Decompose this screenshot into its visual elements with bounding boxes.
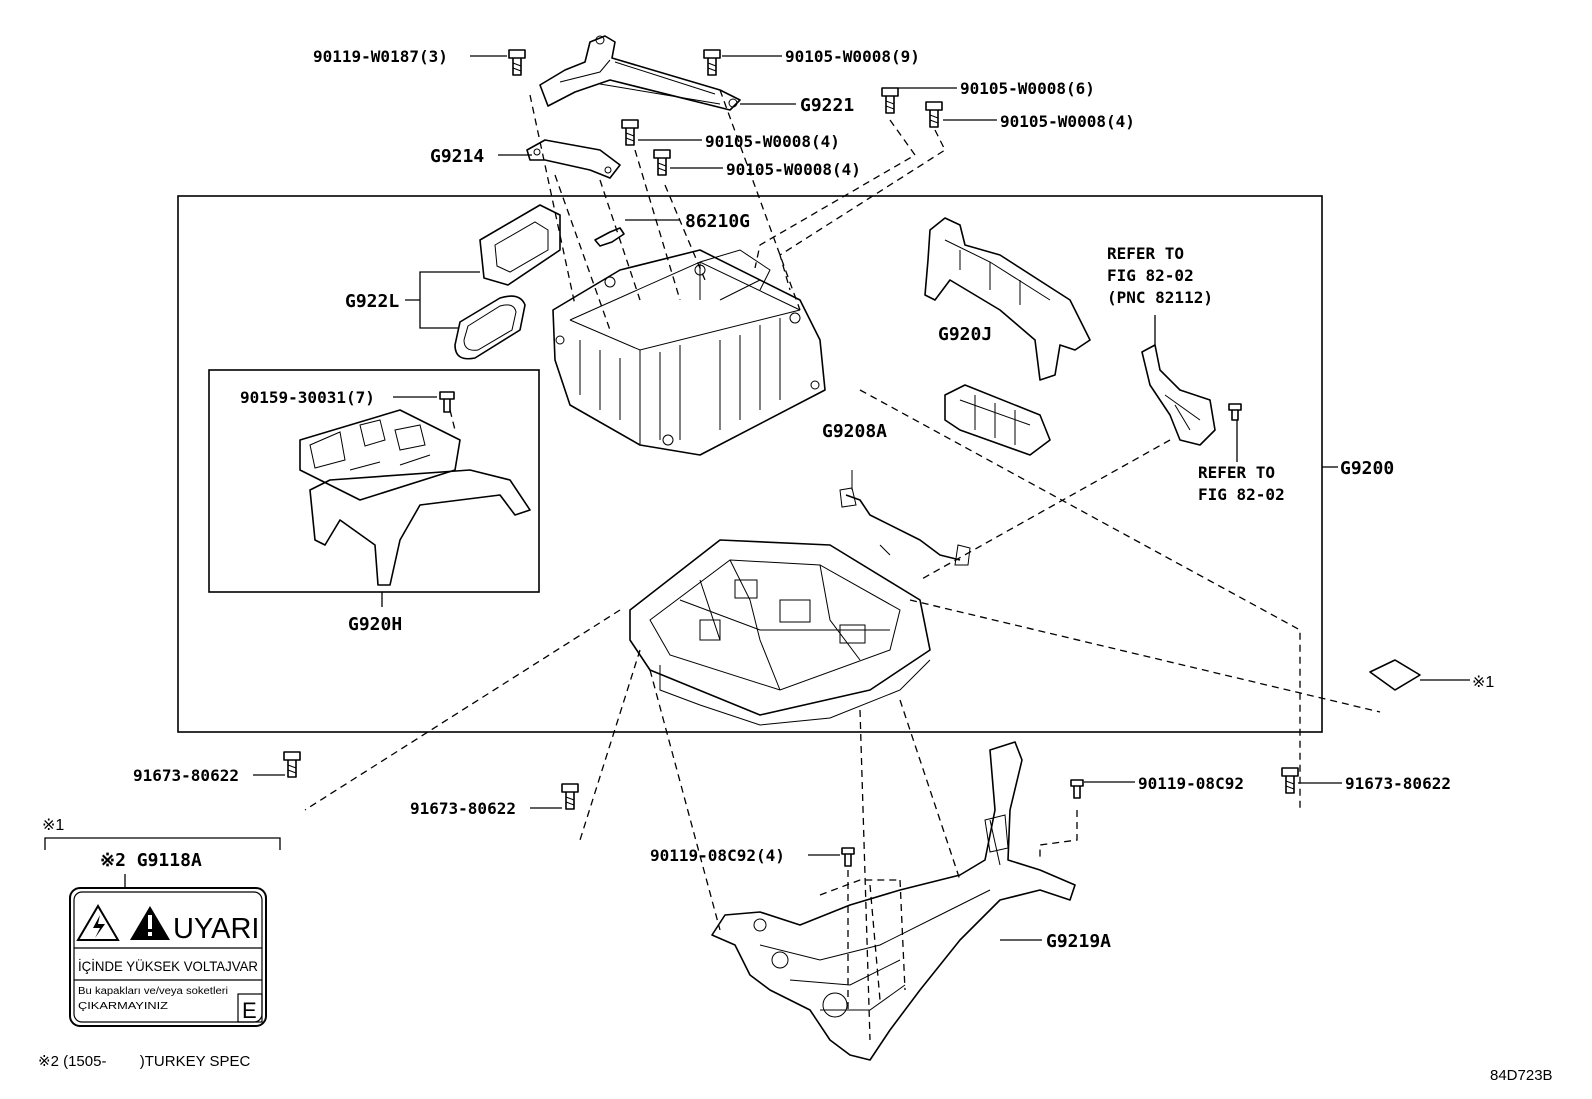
ref-82112-part-drawing <box>1141 344 1242 446</box>
label-90119-08c92-4: 90119-08C92(4) <box>650 846 785 865</box>
upper-bracket-drawing <box>924 217 1091 381</box>
warning-line3: ÇIKARMAYINIZ <box>78 1001 168 1012</box>
note1-bracket <box>44 837 281 850</box>
label-refer-1-line2: FIG 82-02 <box>1107 266 1194 285</box>
inverter-housing-drawing <box>552 249 826 456</box>
high-voltage-icon <box>76 904 120 941</box>
lower-circuit-assembly-drawing <box>629 539 931 726</box>
label-refer-2-line2: FIG 82-02 <box>1198 485 1285 504</box>
label-90119-w0187: 90119-W0187(3) <box>313 47 448 66</box>
g9219a-bracket-drawing <box>711 741 1076 1061</box>
label-90105-w0008-4-lower: 90105-W0008(4) <box>726 160 861 179</box>
warning-line2: Bu kapakları ve/veya soketleri <box>78 986 228 997</box>
label-g9208a: G9208A <box>822 421 887 442</box>
bolts-top <box>508 49 943 176</box>
label-90105-w0008-4-mid: 90105-W0008(4) <box>705 132 840 151</box>
warning-code: E <box>242 998 257 1023</box>
g920h-board-drawing <box>299 391 531 586</box>
label-g9200: G9200 <box>1340 458 1394 479</box>
label-86210g: 86210G <box>685 211 750 232</box>
label-90105-w0008-4-right: 90105-W0008(4) <box>1000 112 1135 131</box>
label-90105-w0008-6: 90105-W0008(6) <box>960 79 1095 98</box>
label-refer-1-line1: REFER TO <box>1107 244 1184 263</box>
label-g9221: G9221 <box>800 95 854 116</box>
g920h-sub-frame <box>208 369 540 593</box>
note2-title: ※2 G9118A <box>100 850 202 871</box>
g9214-bracket-drawing <box>526 139 621 179</box>
label-refer-1-line3: (PNC 82112) <box>1107 288 1213 307</box>
g922l-gasket-drawing <box>454 204 561 360</box>
86210g-sensor-drawing <box>594 227 625 247</box>
warning-label: UYARI İÇİNDE YÜKSEK VOLTAJVAR Bu kapakla… <box>69 887 267 1027</box>
g9208a-harness-drawing <box>839 470 971 566</box>
label-g9214: G9214 <box>430 146 484 167</box>
label-g922l: G922L <box>345 291 399 312</box>
warning-title: UYARI <box>173 913 259 945</box>
label-91673-80622-right: 91673-80622 <box>1345 774 1451 793</box>
label-sticker-ref: ※1 <box>1472 674 1494 691</box>
label-91673-80622-mid: 91673-80622 <box>410 799 516 818</box>
warning-line1: İÇİNDE YÜKSEK VOLTAJVAR <box>78 957 258 974</box>
label-g9219a: G9219A <box>1046 931 1111 952</box>
label-g920j: G920J <box>938 324 992 345</box>
note1-mark: ※1 <box>42 817 64 834</box>
figure-code: 84D723B <box>1490 1067 1553 1084</box>
label-90105-w0008-9: 90105-W0008(9) <box>785 47 920 66</box>
footnote-turkey-spec: ※2 (1505- )TURKEY SPEC <box>38 1053 251 1070</box>
label-91673-80622-left: 91673-80622 <box>133 766 239 785</box>
label-90159-30031: 90159-30031(7) <box>240 388 375 407</box>
label-90119-08c92: 90119-08C92 <box>1138 774 1244 793</box>
leader-lines <box>253 55 1470 941</box>
g9200-assembly-frame <box>177 195 1323 733</box>
label-g920h: G920H <box>348 614 402 635</box>
label-sticker-drawing <box>1369 659 1421 691</box>
warning-triangle-icon <box>130 906 170 940</box>
assembly-dashed-lines <box>304 89 1381 1041</box>
g920j-connector-drawing <box>944 384 1051 456</box>
g9221-cover-drawing <box>539 35 741 111</box>
label-refer-2-line1: REFER TO <box>1198 463 1275 482</box>
bolts-lower <box>283 751 1299 867</box>
